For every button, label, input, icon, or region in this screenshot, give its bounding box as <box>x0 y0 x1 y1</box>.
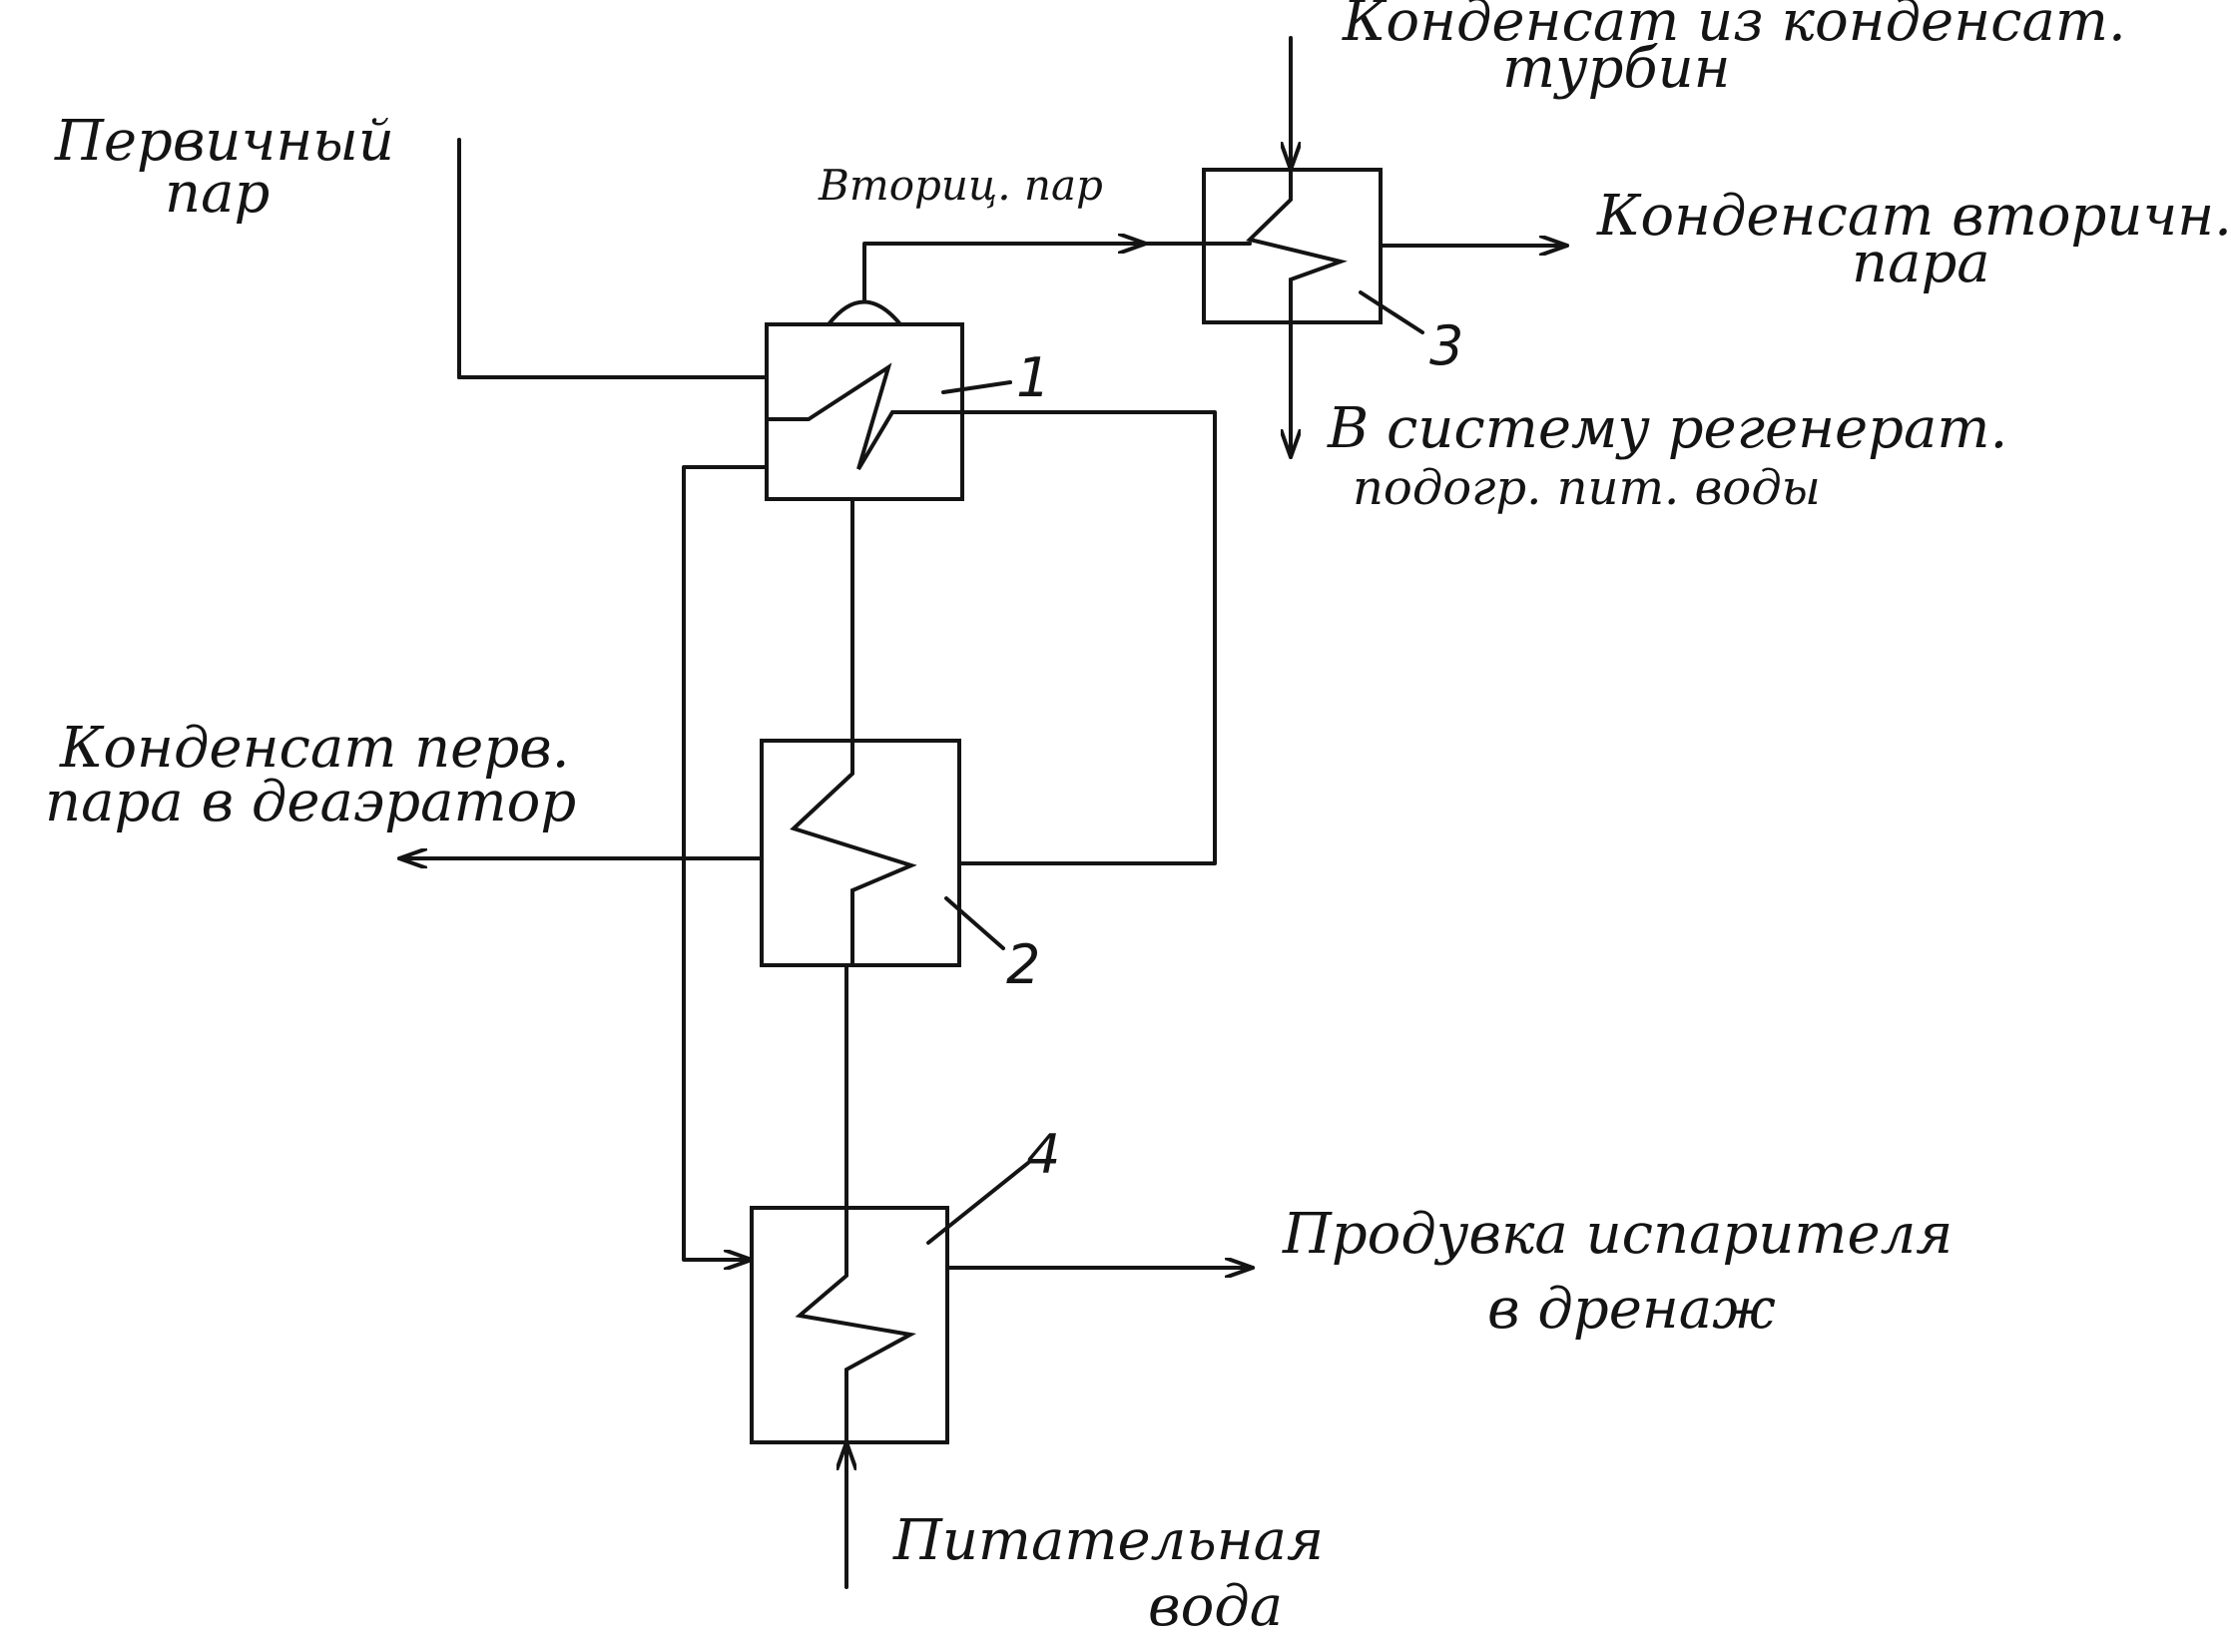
label-secondary-steam: Вториц. пар <box>818 161 1103 210</box>
unit-2-number: 2 <box>1006 933 1040 996</box>
label-regeneration-2: подогр. пит. воды <box>1353 460 1821 516</box>
primary-condensate-loop <box>956 410 1217 865</box>
unit-2-coil <box>790 741 917 965</box>
label-primary-steam-1: Первичный <box>54 109 394 174</box>
unit-3-coil <box>1246 170 1348 322</box>
unit-4-coil <box>795 1208 917 1442</box>
steam-dome <box>827 299 902 326</box>
unit-3-condenser <box>1202 168 1383 324</box>
label-feed-water-1: Питательная <box>892 1508 1324 1573</box>
unit-1-coil <box>807 362 958 471</box>
unit-4-number: 4 <box>1026 1123 1060 1186</box>
unit-4-heat-exchanger <box>750 1206 949 1444</box>
label-turbine-condensate-2: турбин <box>1502 36 1731 101</box>
unit-3-number: 3 <box>1429 314 1463 377</box>
blowdown-line <box>682 465 769 1260</box>
secondary-steam-line <box>862 244 1148 301</box>
label-feed-water-2: вода <box>1148 1574 1283 1639</box>
label-blowdown-2: в дренаж <box>1487 1277 1776 1342</box>
label-primary-condensate-2: пара в деаэратор <box>45 770 576 834</box>
label-secondary-condensate-1: Конденсат вторичн. <box>1596 184 2231 249</box>
label-regeneration-1: В систему регенерат. <box>1327 396 2007 461</box>
label-blowdown-1: Продувка испарителя <box>1282 1202 1952 1267</box>
unit-1-number: 1 <box>1016 346 1050 409</box>
label-primary-condensate-1: Конденсат перв. <box>59 716 570 781</box>
label-secondary-condensate-2: пара <box>1852 231 1990 295</box>
label-primary-steam-2: пар <box>165 161 270 226</box>
unit-2-heat-exchanger <box>760 739 961 967</box>
label-turbine-condensate-1: Конденсат из конденсат. <box>1342 0 2126 54</box>
unit-1-evaporator <box>765 299 964 501</box>
